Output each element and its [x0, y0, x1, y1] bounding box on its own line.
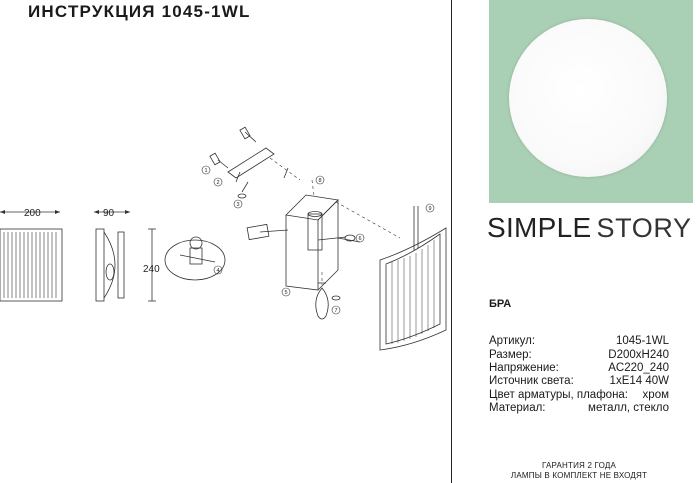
spec-row: Артикул: 1045-1WL: [489, 335, 669, 348]
side-view-shade: [103, 231, 116, 299]
spec-value: металл, стекло: [588, 402, 669, 414]
glass-sphere-image: [509, 19, 667, 177]
spec-value: 1045-1WL: [615, 335, 669, 347]
bulb-e14: [315, 287, 329, 320]
callout-7: 7: [334, 308, 337, 314]
spec-row: Источник света: 1xE14 40W: [489, 375, 669, 388]
callout-6: 6: [358, 236, 361, 242]
brand-part1: SIMPLE: [487, 212, 592, 243]
spec-row: Цвет арматуры, плафона: хром: [489, 389, 669, 402]
spec-row: Напряжение: AC220_240: [489, 362, 669, 375]
warranty-note: ГАРАНТИЯ 2 ГОДА: [541, 461, 617, 470]
lamp-holder: [307, 213, 323, 251]
dim-width: 200: [24, 208, 41, 219]
callout-4: 4: [216, 268, 219, 274]
callout-9: 9: [428, 206, 431, 212]
spec-label: Напряжение:: [489, 362, 559, 374]
spec-label: Источник света:: [489, 375, 574, 387]
spec-row: Размер: D200xH240: [489, 349, 669, 362]
callout-2: 2: [216, 180, 219, 186]
shade-ribs: [391, 240, 435, 344]
brand-part2: STORY: [596, 213, 692, 243]
mounting-bar: [227, 147, 275, 179]
side-view-plate: [95, 228, 105, 302]
callout-5: 5: [284, 290, 287, 296]
spec-value: AC220_240: [608, 362, 669, 374]
spec-value: хром: [642, 389, 669, 401]
callout-1: 1: [204, 168, 207, 174]
front-view-ribs: [3, 232, 57, 298]
spec-row: Материал: металл, стекло: [489, 402, 669, 415]
side-view-bulb: [105, 263, 115, 281]
screw-2: [209, 152, 221, 166]
spec-label: Материал:: [489, 402, 546, 414]
document-title: ИНСТРУКЦИЯ 1045-1WL: [28, 2, 251, 21]
spec-value: 1xE14 40W: [609, 375, 669, 387]
callout-3: 3: [236, 202, 239, 208]
callout-8: 8: [318, 178, 321, 184]
spec-value: D200xH240: [608, 349, 669, 361]
front-view-frame: [0, 228, 63, 302]
screw-1: [239, 126, 251, 140]
bulbs-not-included-note: ЛАМПЫ В КОМПЛЕКТ НЕ ВХОДЯТ: [510, 471, 648, 480]
dim-height: 240: [143, 264, 160, 275]
page-divider: [451, 0, 452, 483]
product-photo: [489, 0, 693, 203]
detail-circle: [164, 239, 226, 281]
terminal-block: [246, 223, 270, 241]
glass-shade: [379, 227, 447, 351]
spec-label: Размер:: [489, 349, 532, 361]
spec-label: Артикул:: [489, 335, 536, 347]
product-type: БРА: [489, 298, 512, 310]
spec-label: Цвет арматуры, плафона:: [489, 389, 629, 401]
assembly-diagram: 200 90 240 1 2 3 4 5 6 7 8 9: [0, 126, 447, 351]
dim-depth: 90: [103, 208, 115, 219]
